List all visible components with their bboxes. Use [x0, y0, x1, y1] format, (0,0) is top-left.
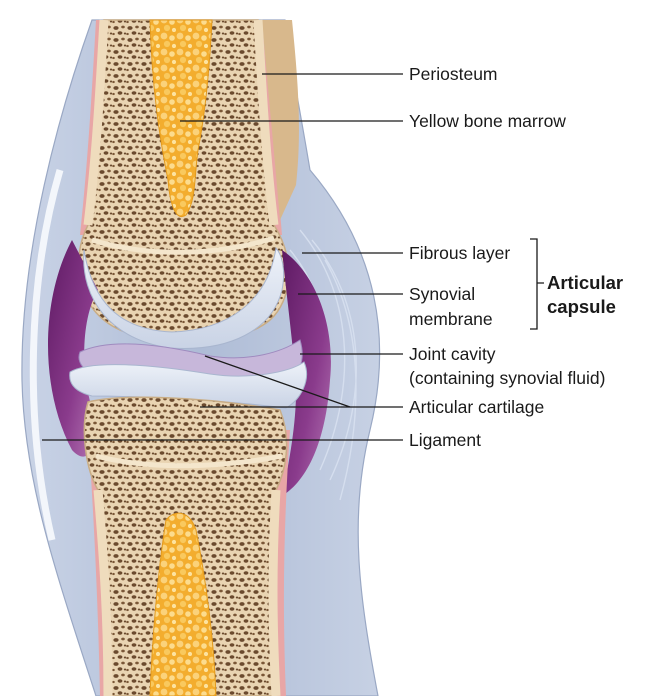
lower-cortex-right	[273, 490, 276, 696]
label-articular-cartilage: Articular cartilage	[409, 397, 544, 417]
label-synovial-membrane-2: membrane	[409, 309, 493, 329]
label-articular-capsule-1: Articular	[547, 272, 623, 293]
label-joint-cavity-2: (containing synovial fluid)	[409, 368, 606, 388]
label-ligament: Ligament	[409, 430, 481, 450]
label-synovial-membrane-1: Synovial	[409, 284, 475, 304]
label-articular-capsule-2: capsule	[547, 296, 616, 317]
label-yellow-bone-marrow: Yellow bone marrow	[409, 111, 566, 131]
label-periosteum: Periosteum	[409, 64, 498, 84]
articular-capsule-bracket	[530, 239, 544, 329]
label-joint-cavity-1: Joint cavity	[409, 344, 496, 364]
label-fibrous-layer: Fibrous layer	[409, 243, 510, 263]
